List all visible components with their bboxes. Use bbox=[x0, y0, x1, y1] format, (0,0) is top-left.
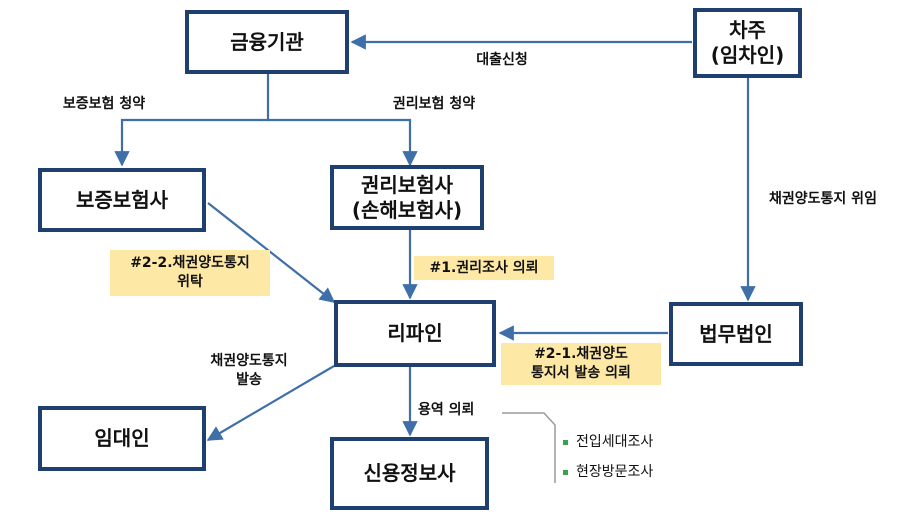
highlight-2-2-notice-entrust: #2-2.채권양도통지 위탁 bbox=[110, 250, 270, 296]
label-notice-issue-line-2: 발송 bbox=[236, 371, 262, 388]
node-guarantee-insurer: 보증보험사 bbox=[38, 168, 206, 232]
sub-item-household-survey: 전입세대조사 bbox=[563, 433, 653, 451]
highlight-2-1-notice-dispatch: #2-1.채권양도 통지서 발송 의뢰 bbox=[501, 343, 661, 385]
node-title-insurer: 권리보험사 (손해보험사) bbox=[330, 165, 484, 230]
node-credit-info: 신용정보사 bbox=[330, 437, 489, 510]
label-loan-application: 대출신청 bbox=[476, 52, 528, 68]
bracket-sub-items bbox=[502, 412, 556, 483]
node-financial-institution: 금융기관 bbox=[185, 10, 349, 74]
sub-item-site-visit: 현장방문조사 bbox=[563, 463, 653, 481]
bullet-icon bbox=[563, 469, 568, 475]
sub-item-site-visit-label: 현장방문조사 bbox=[576, 464, 654, 480]
node-borrower-label-2: (임차인) bbox=[710, 43, 785, 67]
node-borrower: 차주 (임차인) bbox=[693, 8, 802, 78]
node-borrower-label-1: 차주 bbox=[729, 18, 766, 42]
label-service-request: 용역 의뢰 bbox=[418, 402, 475, 418]
connector-financial-split bbox=[114, 74, 270, 167]
node-law-firm-label: 법무법인 bbox=[699, 321, 773, 346]
label-notice-issue-line-1: 채권양도통지 bbox=[210, 353, 288, 369]
label-notice-issue: 채권양도통지 발송 bbox=[194, 352, 304, 390]
node-financial-institution-label: 금융기관 bbox=[230, 29, 304, 54]
node-credit-info-label: 신용정보사 bbox=[363, 461, 456, 485]
label-guarantee-subscription: 보증보험 청약 bbox=[62, 96, 146, 112]
highlight-2-2-line-1: #2-2.채권양도통지 bbox=[130, 255, 250, 272]
highlight-2-1-line-1: #2-1.채권양도 bbox=[534, 346, 628, 363]
arrow-refine-to-landlord bbox=[206, 365, 335, 441]
node-guarantee-insurer-label: 보증보험사 bbox=[76, 187, 168, 212]
highlight-2-1-line-2: 통지서 발송 의뢰 bbox=[531, 365, 631, 381]
node-refine: 리파인 bbox=[334, 300, 496, 367]
node-law-firm: 법무법인 bbox=[669, 302, 803, 366]
label-delegate-notice: 채권양도통지 위임 bbox=[769, 191, 877, 207]
label-title-subscription: 권리보험 청약 bbox=[392, 96, 476, 112]
highlight-1-rights-investigation: #1.권리조사 의뢰 bbox=[414, 256, 554, 280]
bullet-icon bbox=[563, 439, 568, 445]
node-title-insurer-label-2: (손해보험사) bbox=[351, 197, 463, 222]
node-landlord: 임대인 bbox=[38, 406, 206, 471]
sub-item-household-survey-label: 전입세대조사 bbox=[576, 434, 654, 450]
node-landlord-label: 임대인 bbox=[94, 426, 150, 450]
node-refine-label: 리파인 bbox=[387, 321, 443, 345]
connector-to-title-insurer bbox=[268, 118, 418, 167]
arrow-guarantee-to-refine bbox=[207, 202, 336, 303]
highlight-2-2-line-2: 위탁 bbox=[177, 274, 203, 290]
node-title-insurer-label-1: 권리보험사 bbox=[361, 172, 453, 197]
